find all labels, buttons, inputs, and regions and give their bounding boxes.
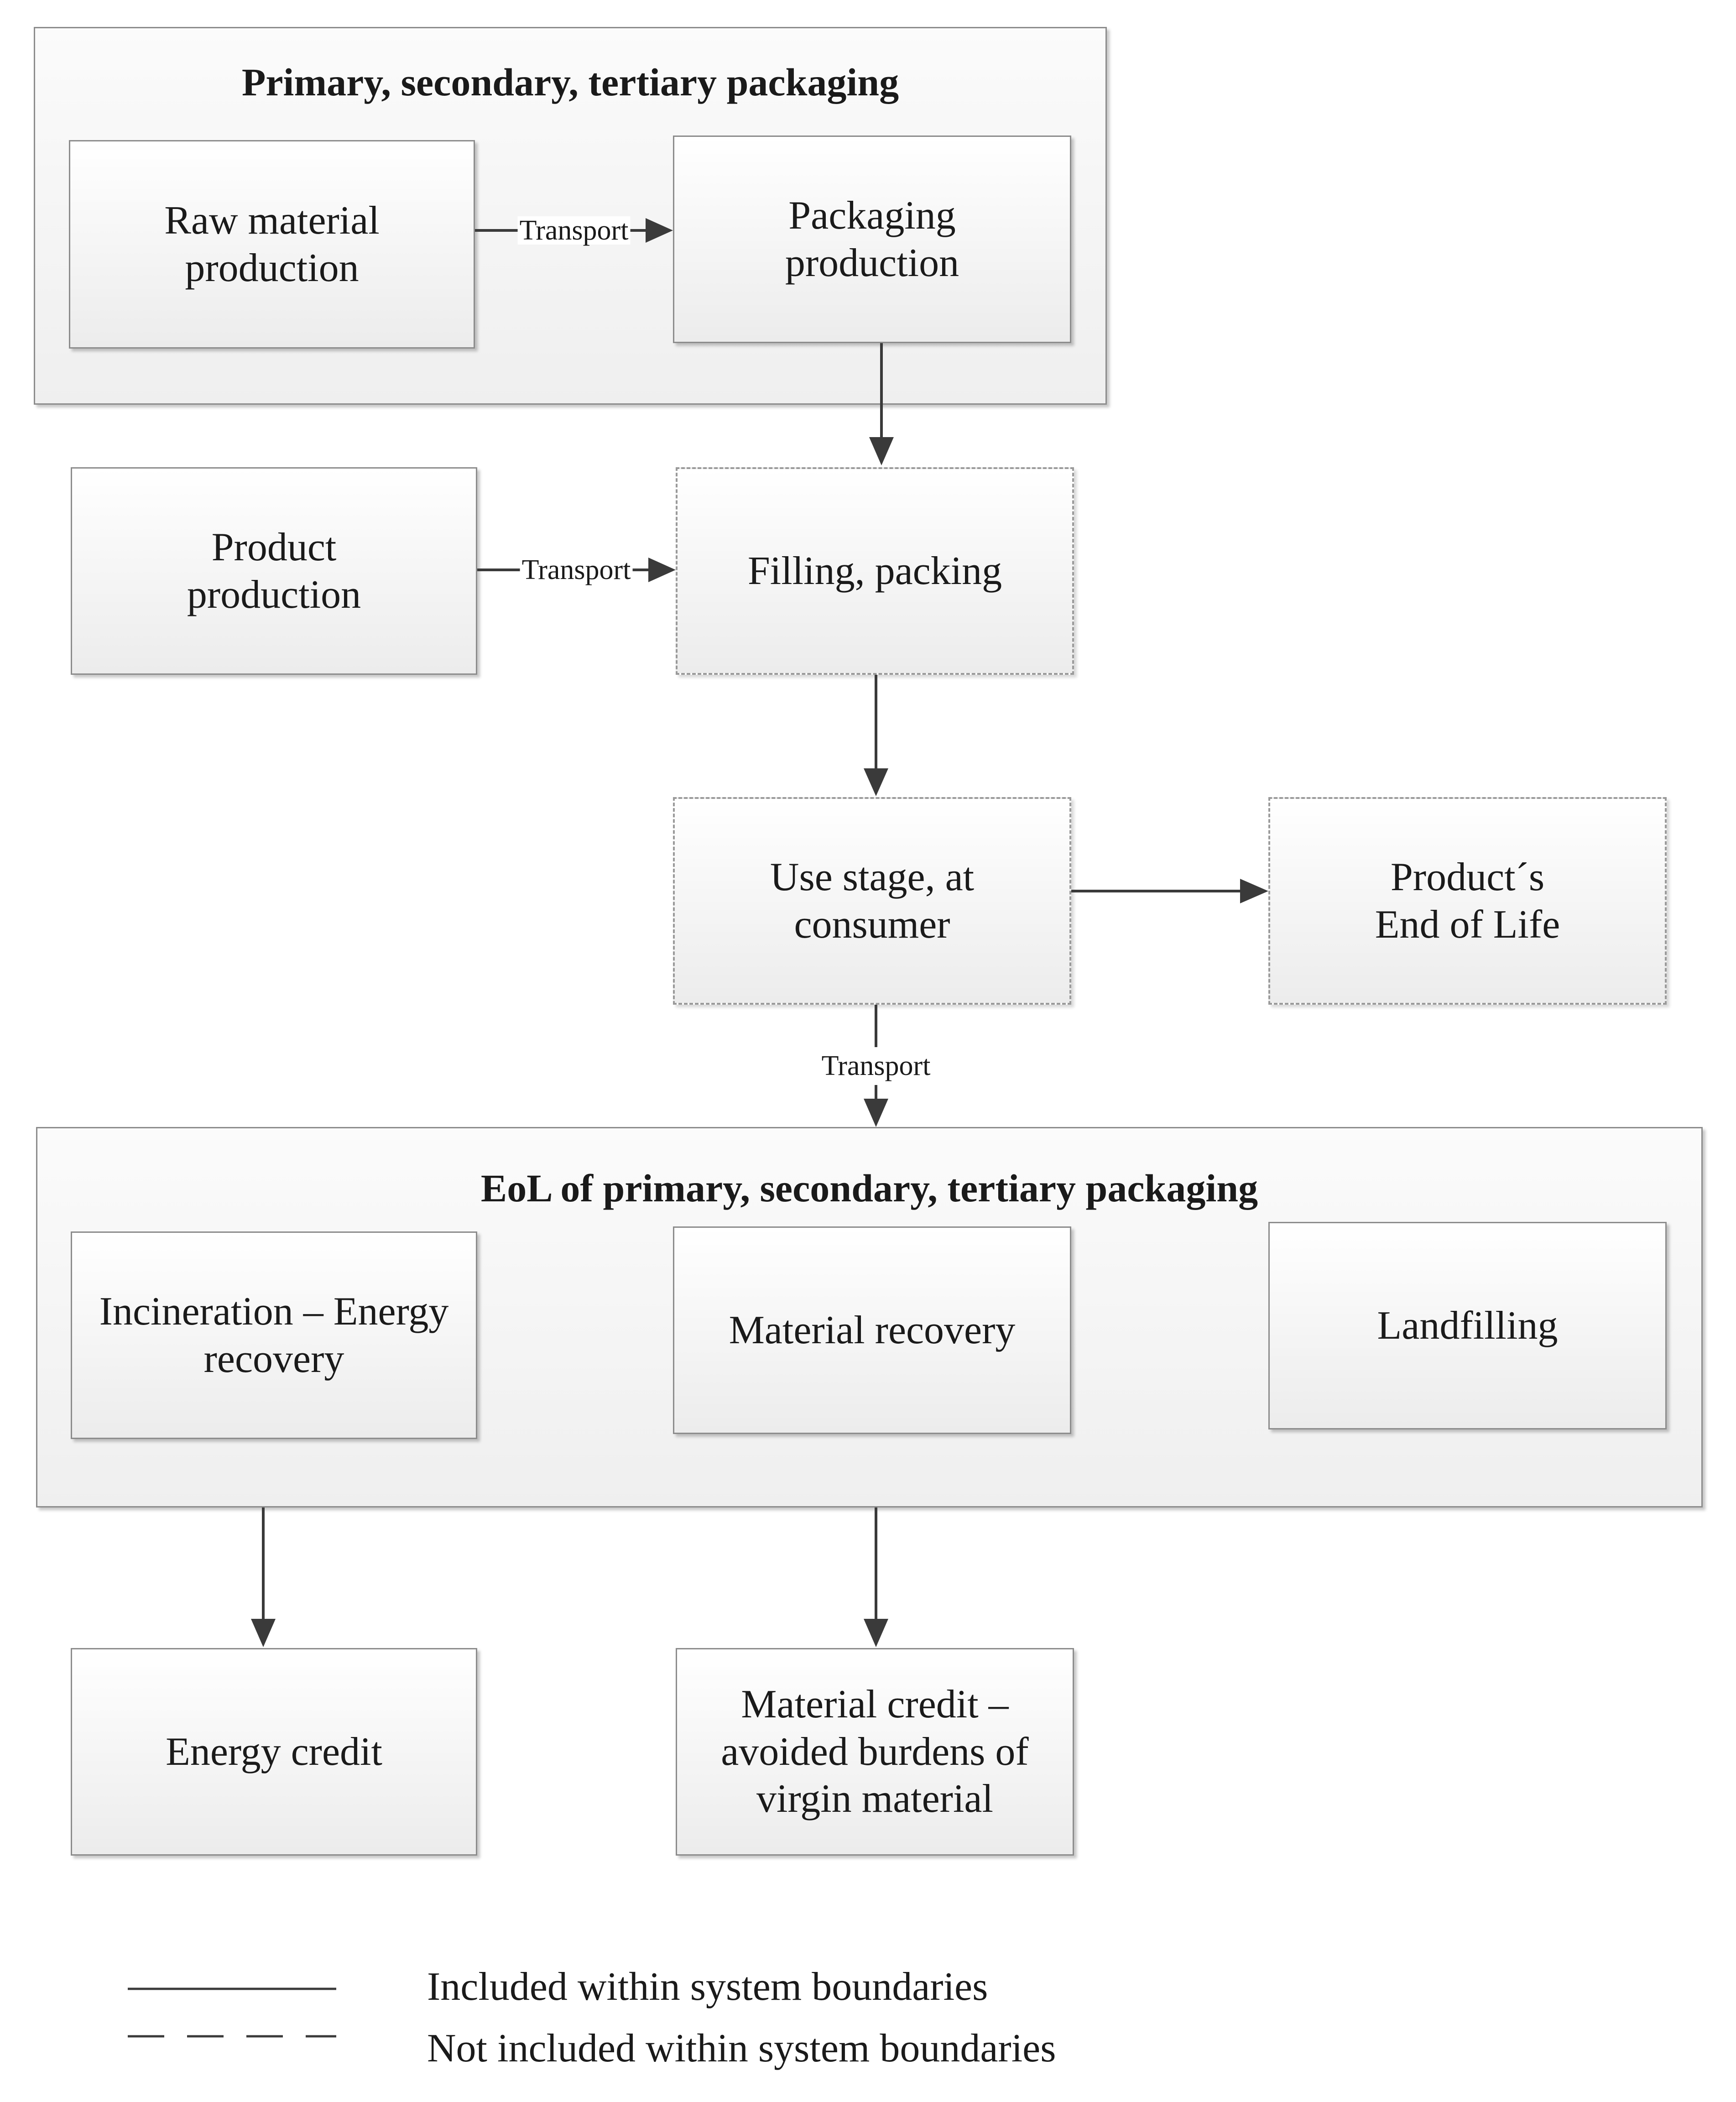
arrowhead-material-credit bbox=[864, 1619, 888, 1647]
legend-included-label: Included within system boundaries bbox=[427, 1965, 988, 2009]
landfilling-node: Landfilling bbox=[1268, 1222, 1667, 1429]
arrowhead-packaging-production bbox=[646, 218, 673, 243]
arrowhead-use-stage bbox=[864, 768, 888, 796]
arrowhead-filling-from-product bbox=[648, 558, 676, 582]
raw-material-production-node: Raw material production bbox=[69, 140, 475, 349]
packaging-group-title: Primary, secondary, tertiary packaging bbox=[241, 60, 899, 104]
product-production-node: Product production bbox=[71, 467, 477, 675]
arrowhead-eol-group bbox=[864, 1099, 888, 1127]
filling-packing-node: Filling, packing bbox=[676, 467, 1074, 675]
transport-label-product-to-filling: Transport bbox=[520, 556, 633, 584]
material-credit-node: Material credit – avoided burdens of vir… bbox=[676, 1648, 1074, 1856]
legend-not-included-label: Not included within system boundaries bbox=[427, 2026, 1056, 2071]
eol-group-title: EoL of primary, secondary, tertiary pack… bbox=[480, 1166, 1258, 1210]
energy-credit-node: Energy credit bbox=[71, 1648, 477, 1856]
use-stage-node: Use stage, at consumer bbox=[673, 797, 1071, 1005]
incineration-energy-recovery-node: Incineration – Energy recovery bbox=[71, 1231, 477, 1439]
product-end-of-life-node: Product´s End of Life bbox=[1268, 797, 1667, 1005]
transport-label-use-to-eol: Transport bbox=[819, 1052, 933, 1080]
transport-label-raw-to-packaging: Transport bbox=[517, 216, 631, 245]
arrowhead-energy-credit bbox=[251, 1619, 276, 1647]
arrowhead-filling-from-packaging bbox=[869, 437, 894, 465]
arrowhead-product-eol bbox=[1240, 879, 1268, 903]
material-recovery-node: Material recovery bbox=[673, 1226, 1071, 1434]
packaging-production-node: Packaging production bbox=[673, 136, 1071, 343]
